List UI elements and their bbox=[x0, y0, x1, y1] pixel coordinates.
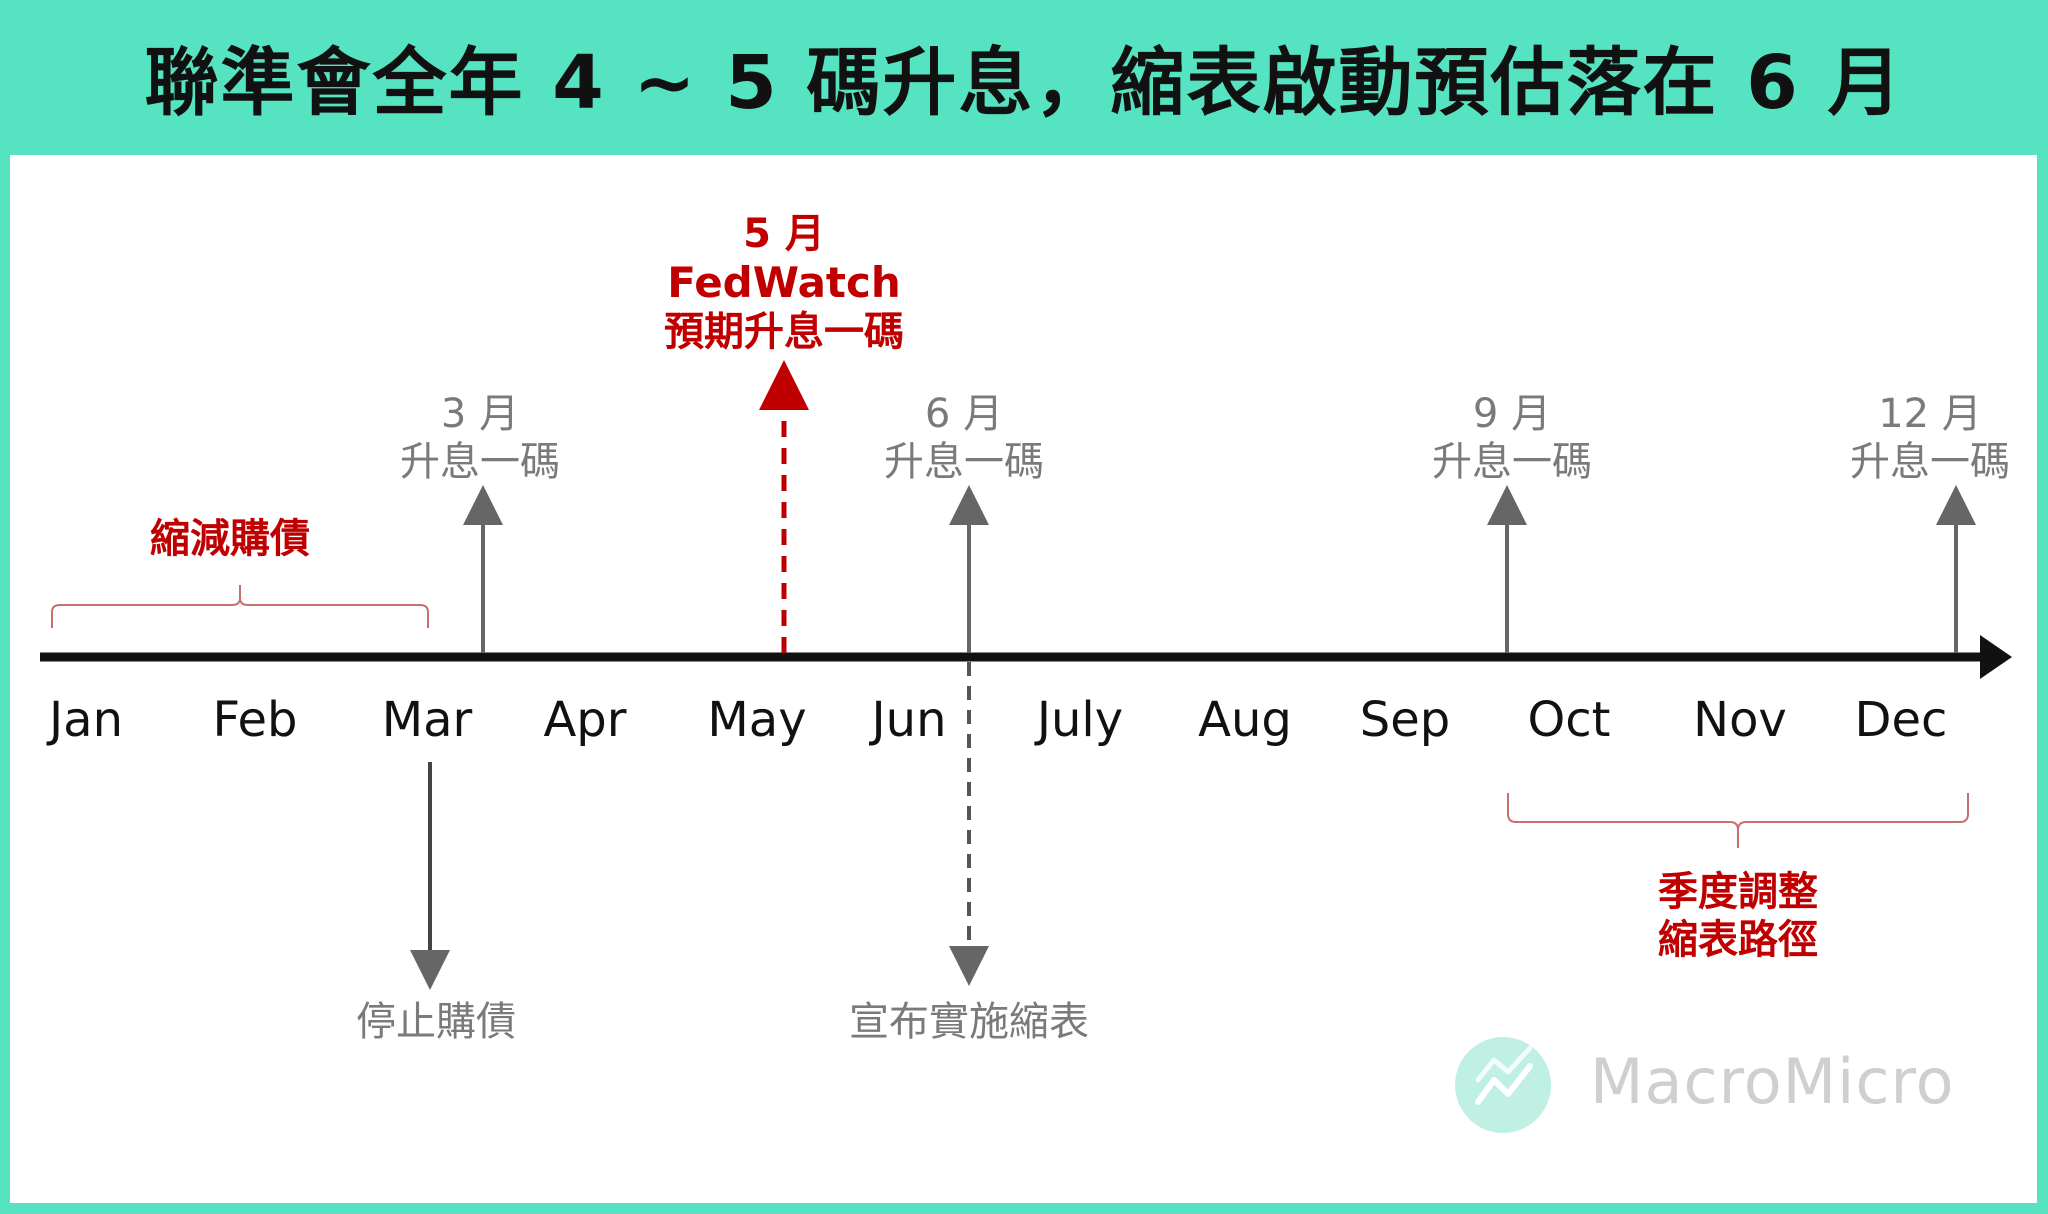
quarterly-brace bbox=[1507, 793, 1969, 848]
month-label-sep: Sep bbox=[1359, 692, 1451, 748]
chart-line-icon bbox=[1455, 1037, 1551, 1133]
qt-announce-label: 宣布實施縮表 bbox=[849, 999, 1089, 1045]
month-label-apr: Apr bbox=[543, 692, 627, 748]
quarterly-adjust-line1: 季度調整 bbox=[1658, 869, 1818, 915]
dec-hike-month: 12 月 bbox=[1878, 391, 1982, 437]
taper-label: 縮減購債 bbox=[150, 516, 310, 562]
month-label-dec: Dec bbox=[1854, 692, 1948, 748]
month-label-mar: Mar bbox=[381, 692, 473, 748]
jun-hike-desc: 升息一碼 bbox=[884, 439, 1044, 485]
may-fedwatch-desc: 預期升息一碼 bbox=[664, 309, 904, 356]
jun-hike-label: 6 月 升息一碼 bbox=[864, 390, 1064, 486]
jun-hike-month: 6 月 bbox=[924, 391, 1004, 437]
mar-hike-month: 3 月 bbox=[440, 391, 520, 437]
quarterly-adjust-label: 季度調整 縮表路徑 bbox=[1638, 868, 1838, 964]
dec-hike-desc: 升息一碼 bbox=[1850, 439, 2010, 485]
month-label-july: July bbox=[1036, 692, 1124, 748]
month-label-jun: Jun bbox=[871, 692, 947, 748]
page-title: 聯準會全年 4 ~ 5 碼升息，縮表啟動預估落在 6 月 bbox=[144, 39, 1904, 126]
timeline-panel bbox=[10, 155, 2037, 1203]
month-label-feb: Feb bbox=[212, 692, 298, 748]
sep-hike-label: 9 月 升息一碼 bbox=[1412, 390, 1612, 486]
month-label-may: May bbox=[707, 692, 807, 748]
may-fedwatch-label: 5 月 FedWatch 預期升息一碼 bbox=[634, 210, 934, 356]
month-label-oct: Oct bbox=[1527, 692, 1611, 748]
stop-purchase-label: 停止購債 bbox=[356, 999, 516, 1045]
month-label-nov: Nov bbox=[1693, 692, 1787, 748]
month-label-jan: Jan bbox=[49, 692, 123, 748]
taper-brace bbox=[51, 585, 429, 628]
macromicro-logo-text: MacroMicro bbox=[1590, 1045, 1955, 1118]
sep-hike-desc: 升息一碼 bbox=[1432, 439, 1592, 485]
mar-hike-label: 3 月 升息一碼 bbox=[380, 390, 580, 486]
mar-hike-desc: 升息一碼 bbox=[400, 439, 560, 485]
sep-hike-month: 9 月 bbox=[1472, 391, 1552, 437]
month-label-aug: Aug bbox=[1198, 692, 1292, 748]
may-fedwatch-month: 5 月 bbox=[743, 211, 825, 257]
quarterly-adjust-line2: 縮表路徑 bbox=[1658, 917, 1818, 963]
dec-hike-label: 12 月 升息一碼 bbox=[1830, 390, 2030, 486]
axis-arrowhead bbox=[1980, 635, 2012, 679]
may-fedwatch-source: FedWatch bbox=[667, 258, 901, 307]
